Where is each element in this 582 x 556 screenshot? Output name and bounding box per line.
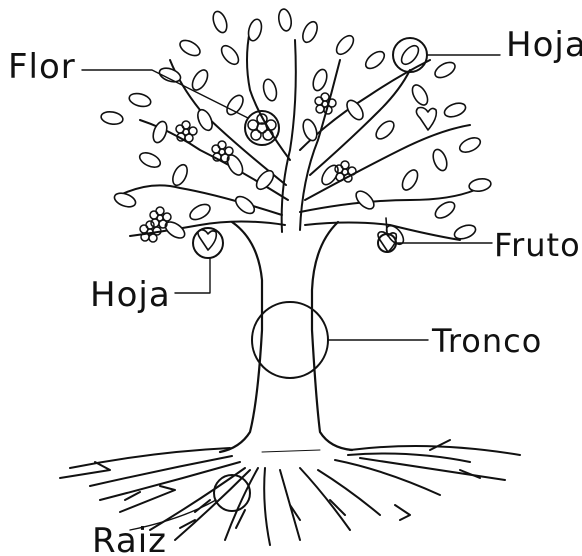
leaf (246, 18, 263, 42)
leaf (218, 43, 241, 68)
leaf (211, 10, 230, 35)
label-hoja-left: Hoja (90, 275, 171, 315)
leaf (431, 148, 450, 173)
hoja-top-leaf (398, 43, 421, 68)
flowers (140, 93, 356, 242)
leaf (195, 107, 215, 132)
label-hoja-top: Hoja (506, 25, 582, 65)
leaf (137, 150, 162, 170)
flor-leader-line (82, 70, 248, 118)
leaf (409, 82, 430, 107)
leaf (277, 8, 293, 32)
fruits (198, 108, 436, 253)
label-fruto: Fruto (494, 226, 581, 264)
leaf (432, 59, 457, 80)
leaf (170, 162, 190, 187)
trunk (220, 222, 352, 452)
leaf (128, 91, 152, 108)
tronco-highlight-circle (252, 302, 328, 378)
flower (176, 121, 197, 142)
leaf (453, 223, 478, 242)
leaf (187, 201, 212, 222)
leaf (353, 188, 377, 212)
leaf (443, 101, 468, 120)
leaf (363, 48, 388, 71)
leaf (233, 193, 258, 216)
label-flor: Flor (8, 47, 76, 87)
leaf (224, 93, 246, 118)
leaf (373, 118, 397, 142)
leaf (189, 67, 210, 92)
leaf (301, 118, 320, 143)
fruit (416, 108, 436, 131)
leaf (261, 78, 278, 102)
leaf (333, 33, 356, 58)
label-raiz: Raiz (92, 521, 167, 556)
hoja-left-leader-line (175, 258, 210, 293)
leaf (151, 120, 170, 145)
leaf (300, 19, 320, 44)
leaf (399, 167, 420, 192)
leaf (100, 110, 124, 126)
leaf (319, 163, 341, 188)
leaf (177, 37, 202, 58)
fruit (198, 230, 216, 250)
leaf (468, 177, 492, 193)
leaf (457, 135, 482, 155)
leaf (113, 191, 138, 210)
leaf (311, 68, 330, 93)
branches (118, 30, 475, 240)
leaf (433, 199, 458, 221)
hoja-left-highlight-circle (193, 228, 223, 258)
label-tronco: Tronco (431, 322, 542, 360)
